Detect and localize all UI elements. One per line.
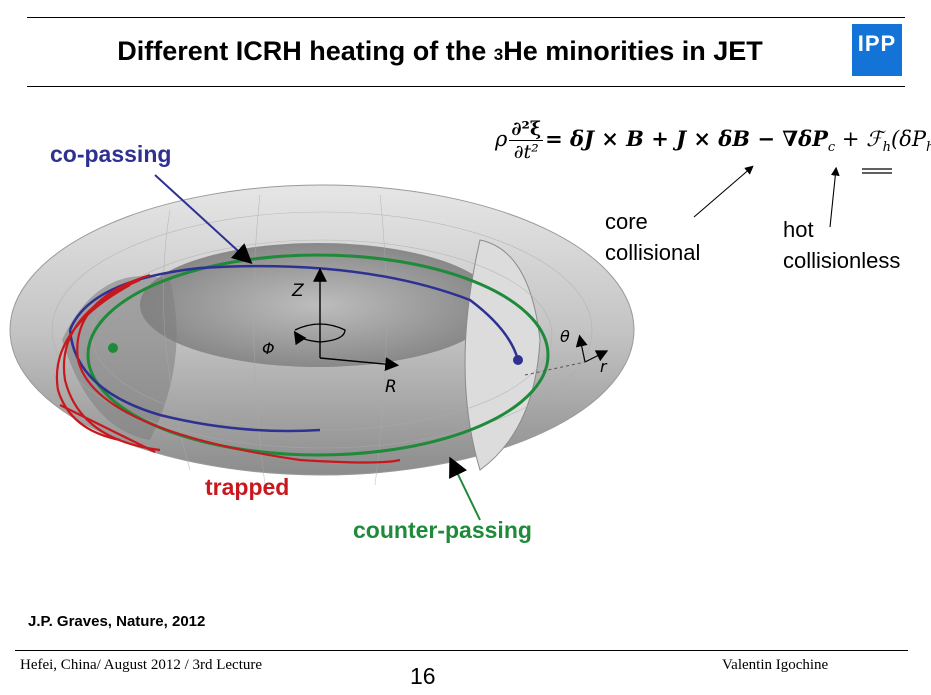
dashed-ref <box>524 361 586 376</box>
trapped-orbits <box>55 273 401 464</box>
torus-diagram: Z Φ R θ r <box>9 174 635 521</box>
eq-denominator: ∂t² <box>513 141 539 163</box>
axis-z: Z <box>291 281 304 301</box>
eq-numerator: ∂²ξ <box>509 118 544 141</box>
co-passing-label: co-passing <box>50 141 172 167</box>
counter-passing-label: counter-passing <box>353 517 532 543</box>
core-line2: collisional <box>605 240 701 265</box>
hot-line2: collisionless <box>783 248 901 273</box>
torus-hole <box>140 243 496 367</box>
footer-rule <box>15 650 908 651</box>
counter-passing-marker <box>108 343 118 353</box>
axis-R: R <box>385 377 397 397</box>
co-passing-marker <box>513 355 523 365</box>
slide-title: Different ICRH heating of the 3He minori… <box>40 36 840 67</box>
torus-grid <box>51 194 593 486</box>
hot-label: hot collisionless <box>783 214 900 276</box>
eq-sub-h2: h <box>926 140 931 155</box>
co-passing-arrow <box>154 174 253 265</box>
ipp-logo: IPP <box>852 24 902 76</box>
reference: J.P. Graves, Nature, 2012 <box>28 613 206 630</box>
theta-axis <box>575 334 588 363</box>
r-axis <box>319 357 400 372</box>
axis-theta: θ <box>560 327 570 346</box>
cut-face-right <box>464 239 541 471</box>
counter-passing-orbit <box>86 253 550 457</box>
core-line1: core <box>605 209 648 234</box>
annotation-arrows <box>693 165 840 228</box>
footer-right: Valentin Igochine <box>722 657 829 673</box>
page-number: 16 <box>410 663 436 689</box>
phi-rotation <box>293 323 346 346</box>
eq-f-term: + ℱ <box>835 127 883 151</box>
equation: ρ∂²ξ∂t²= δJ × B + J × δB − ∇δPc + ℱh(δPh… <box>495 118 931 163</box>
trapped-label: trapped <box>205 474 290 500</box>
top-rule <box>27 17 905 18</box>
title-underline <box>27 86 905 87</box>
core-arrow <box>693 165 754 218</box>
eq-rhs: = δJ × B + J × δB − ∇δP <box>545 126 828 151</box>
hot-arrow <box>829 166 840 228</box>
title-text-2: He minorities in JET <box>503 36 763 66</box>
core-label: core collisional <box>605 206 700 268</box>
cut-face-left <box>62 276 177 440</box>
eq-paren: (δP <box>891 127 926 151</box>
eq-sub-h1: h <box>882 140 891 156</box>
eq-sub-c: c <box>827 140 836 156</box>
hot-line1: hot <box>783 217 814 242</box>
eq-fraction: ∂²ξ∂t² <box>509 118 544 163</box>
title-text-1: Different ICRH heating of the <box>117 36 494 66</box>
r-small-axis <box>584 350 609 363</box>
counter-passing-arrow <box>449 456 481 521</box>
axis-r: r <box>600 357 608 376</box>
footer-left: Hefei, China/ August 2012 / 3rd Lecture <box>20 657 263 673</box>
axis-phi: Φ <box>262 339 275 358</box>
eq-double-underline <box>862 168 892 174</box>
title-superscript: 3 <box>493 45 504 64</box>
eq-rho: ρ <box>495 127 508 151</box>
